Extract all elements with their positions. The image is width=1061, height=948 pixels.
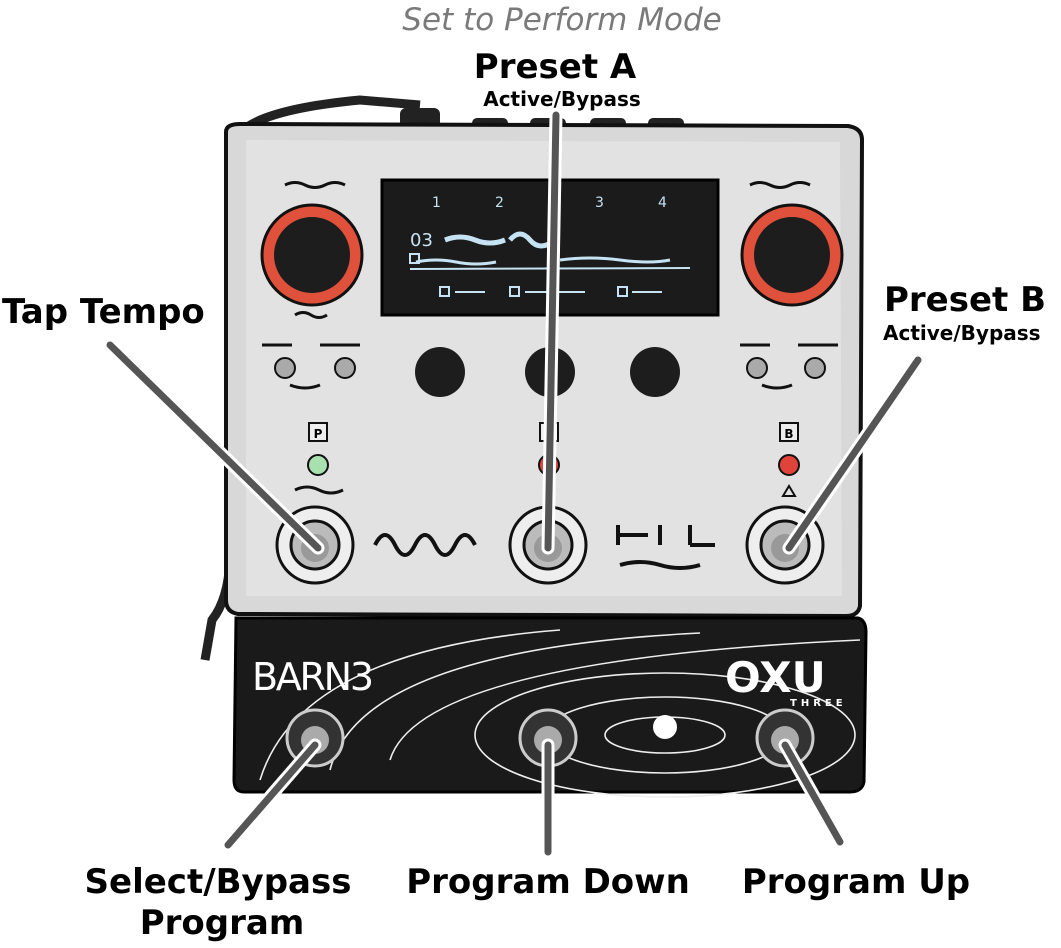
svg-text:4: 4 [658, 195, 667, 211]
mode-note: Set to Perform Mode [402, 2, 722, 38]
footswitch-select-bypass[interactable] [285, 708, 345, 768]
label-preset-a-sub: Active/Bypass [483, 87, 641, 111]
toggle-buttons [274, 357, 826, 379]
label-tap-tempo: Tap Tempo [2, 292, 205, 332]
barn3-logo: BARN3 [252, 655, 374, 699]
label-select-bypass-program: Program [139, 903, 305, 943]
svg-text:1: 1 [432, 195, 441, 211]
label-preset-b: Preset B [884, 280, 1047, 320]
triangle-icon [781, 484, 797, 497]
label-preset-a: Preset A [473, 47, 637, 87]
led-label-p: P [314, 427, 323, 441]
pointer-lines [103, 108, 925, 859]
right-red-led [778, 454, 800, 476]
oxu-logo: OXU [725, 653, 826, 702]
right-expression-knob [740, 203, 844, 307]
sun-icon [653, 715, 677, 739]
label-select-bypass: Select/Bypass [84, 862, 352, 902]
oxu-three-label: THREE [790, 698, 847, 709]
left-expression-knob [260, 203, 364, 307]
label-preset-b-sub: Active/Bypass [883, 321, 1041, 345]
svg-text:3: 3 [595, 195, 604, 211]
screen-preset-number: 03 [410, 230, 433, 251]
green-led [307, 454, 329, 476]
panel-scribbles [262, 181, 838, 570]
svg-text:2: 2 [495, 195, 504, 211]
label-program-up: Program Up [741, 862, 971, 902]
label-program-down: Program Down [406, 862, 690, 902]
led-label-b: B [784, 427, 793, 441]
